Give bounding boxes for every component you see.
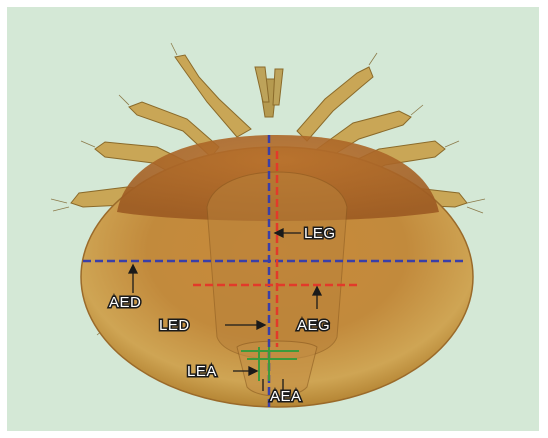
label-led: LED bbox=[159, 317, 190, 334]
label-lea: LEA bbox=[187, 363, 217, 380]
label-aea: AEA bbox=[270, 388, 302, 405]
figure-frame: LEG AED LED AEG LEA AEA bbox=[7, 7, 539, 431]
label-aed: AED bbox=[109, 294, 141, 311]
label-aeg: AEG bbox=[297, 317, 330, 334]
mite-illustration: LEG AED LED AEG LEA AEA bbox=[7, 7, 539, 431]
label-leg: LEG bbox=[304, 225, 336, 242]
